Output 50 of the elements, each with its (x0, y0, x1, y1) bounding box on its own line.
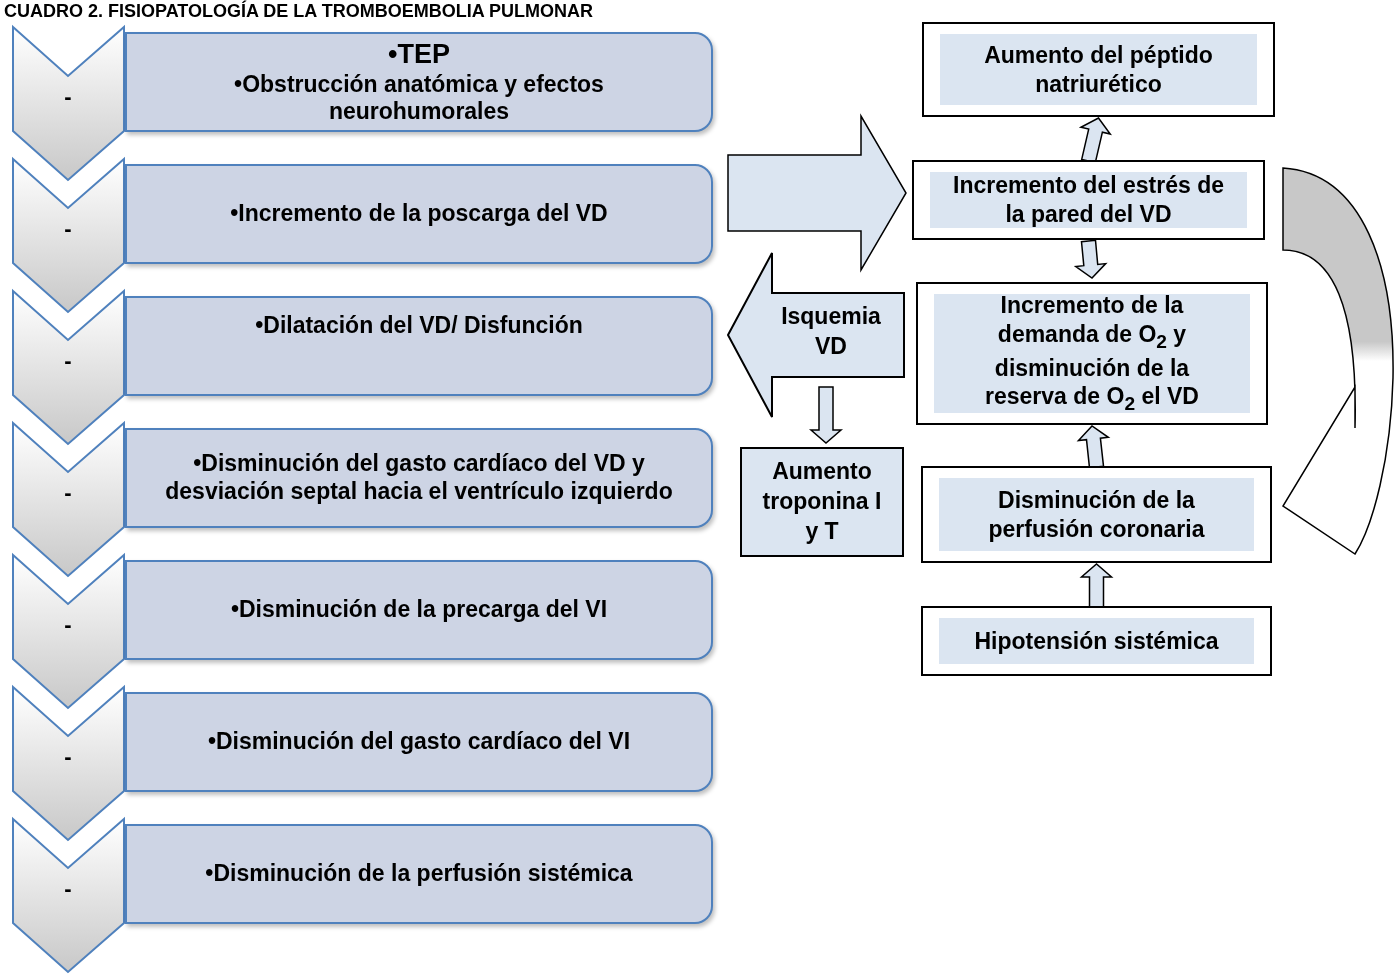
step-marker: - (63, 480, 73, 506)
arrow (1073, 239, 1108, 279)
process-box (916, 282, 1268, 425)
arrow (809, 386, 843, 444)
step-box (125, 560, 713, 660)
step-text: •Dilatación del VD/ Disfunción (255, 312, 583, 340)
chevron-shape (12, 26, 125, 181)
step-box (125, 824, 713, 924)
step-box (125, 296, 713, 396)
step-heading: •TEP (388, 38, 450, 71)
chevron-shape (12, 686, 125, 841)
arrow (1076, 425, 1111, 469)
process-box (912, 160, 1265, 240)
box-text: Incremento de la demanda de O$_{2}$ y disminución de la reserva de O$_{2}$ el VD (934, 294, 1250, 413)
step-text: •Disminución del gasto cardíaco del VI (207, 728, 631, 756)
process-box (740, 447, 904, 557)
chevron-shape (12, 290, 125, 445)
chevron-shape (12, 554, 125, 709)
step-box (125, 32, 713, 132)
step-text: •Incremento de la poscarga del VD (230, 200, 608, 228)
step-marker: - (63, 348, 73, 374)
title: CUADRO 2. FISIOPATOLOGÍA DE LA TROMBOEMBOLIA PULMONAR (4, 1, 593, 22)
process-box (921, 466, 1272, 563)
step-box (125, 428, 713, 528)
step-marker: - (63, 744, 73, 770)
left-block-arrow (727, 252, 905, 418)
step-marker: - (63, 216, 73, 242)
step-marker: - (63, 84, 73, 110)
step-text: •Disminución de la perfusión sistémica (205, 860, 633, 888)
step-box (125, 692, 713, 792)
step-marker: - (63, 612, 73, 638)
step-text: •Disminución del gasto cardíaco del VD y desviación septal hacia el ventrículo izquierdo (164, 450, 674, 506)
chevron-shape (12, 422, 125, 577)
step-marker: - (63, 876, 73, 902)
arrow-text: Isquemia VD (780, 302, 882, 361)
box-text: Incremento del estrés de la pared del VD (930, 172, 1247, 228)
box-text: Aumento troponina I y T (762, 457, 882, 546)
process-box (921, 606, 1272, 676)
chevron-shape (12, 158, 125, 313)
arrow (1079, 563, 1114, 608)
step-box (125, 164, 713, 264)
block-arrow (1282, 167, 1394, 555)
step-text: •Disminución de la precarga del VI (230, 596, 608, 624)
step-text: •Obstrucción anatómica y efectos neurohumorales (233, 70, 605, 126)
box-text: Disminución de la perfusión coronaria (939, 478, 1254, 551)
box-text: Hipotensión sistémica (939, 618, 1254, 664)
block-arrow (727, 113, 907, 273)
process-box (922, 22, 1275, 117)
chevron-shape (12, 818, 125, 973)
box-text: Aumento del péptido natriurético (940, 34, 1257, 105)
